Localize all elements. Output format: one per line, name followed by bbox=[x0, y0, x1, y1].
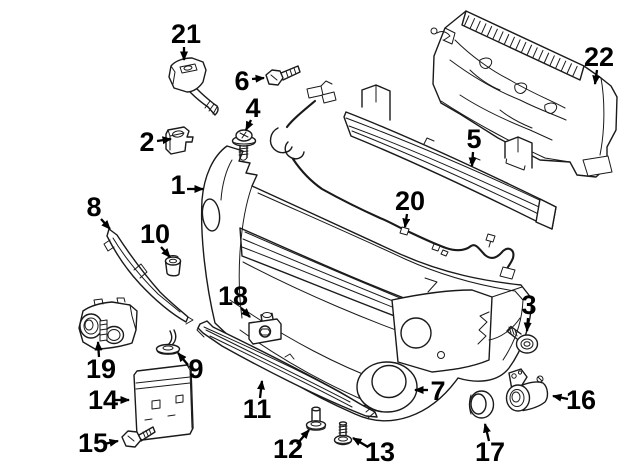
part-side-molding bbox=[103, 228, 194, 325]
callout-arrow-shoulder-bolt bbox=[523, 317, 532, 332]
callout-arrow-sight-shield bbox=[592, 69, 601, 85]
hatch-line bbox=[543, 52, 550, 63]
part-lamp-assembly bbox=[78, 297, 138, 350]
part-impact-bar bbox=[343, 84, 557, 230]
callout-label-hex-bolt: 15 bbox=[78, 428, 108, 458]
callout-arrow-lamp-assembly bbox=[94, 341, 103, 358]
part-license-plate-bracket bbox=[133, 364, 194, 441]
hatch-line bbox=[521, 41, 527, 53]
part-shoulder-bolt-3 bbox=[506, 325, 539, 354]
callout-label-sight-shield: 22 bbox=[584, 42, 614, 72]
part-retainer-clip bbox=[165, 126, 194, 155]
hatch-line bbox=[515, 39, 521, 50]
callout-label-grommet-clip: 10 bbox=[140, 219, 170, 249]
callout-arrow-wiring-harness bbox=[402, 213, 411, 228]
part-hex-bolt-6 bbox=[265, 65, 301, 86]
callout-arrow-retainer-clip bbox=[156, 136, 172, 145]
part-fog-lamp-bezel bbox=[356, 361, 418, 413]
hatch-line bbox=[464, 15, 470, 26]
callout-arrow-impact-bar bbox=[468, 151, 477, 167]
callout-arrow-hex-bolt bbox=[103, 438, 119, 447]
callout-arrow-screw bbox=[352, 437, 369, 448]
callout-arrow-sensor-retainer-ring bbox=[483, 423, 491, 442]
callout-label-front-bumper-cover: 1 bbox=[170, 170, 185, 200]
callout-arrow-hex-bolt bbox=[251, 74, 265, 83]
hatch-line bbox=[555, 57, 561, 69]
callout-label-side-molding: 8 bbox=[86, 192, 101, 222]
callout-arrow-side-molding bbox=[100, 218, 111, 230]
part-sensor-retainer-ring bbox=[468, 390, 495, 419]
callout-label-fog-lamp-bezel: 7 bbox=[430, 376, 445, 406]
callout-arrow-push-pin bbox=[177, 352, 189, 366]
hatch-line bbox=[566, 63, 573, 74]
callout-arrow-screw bbox=[296, 429, 310, 445]
hatch-line bbox=[498, 31, 504, 42]
hatch-line bbox=[486, 25, 493, 37]
callout-label-screw: 13 bbox=[365, 437, 395, 467]
hatch-line bbox=[481, 23, 487, 34]
callout-label-retainer-clip: 2 bbox=[139, 127, 154, 157]
callout-label-lamp-assembly: 19 bbox=[86, 354, 116, 384]
hatch-line bbox=[572, 65, 578, 77]
hatch-line bbox=[549, 55, 555, 66]
part-push-pin bbox=[155, 329, 181, 355]
callout-label-parking-sensor: 16 bbox=[566, 385, 596, 415]
part-sight-shield bbox=[430, 10, 618, 178]
hatch-line bbox=[509, 36, 516, 47]
hatch-line bbox=[492, 28, 498, 40]
callout-label-shoulder-bolt: 3 bbox=[521, 290, 536, 320]
part-grommet-clip bbox=[164, 255, 182, 277]
callout-label-sensor-retainer-ring: 17 bbox=[475, 437, 505, 467]
callout-arrow-mount-bracket bbox=[240, 307, 251, 318]
hatch-line bbox=[560, 60, 567, 71]
callout-arrow-grommet-clip bbox=[160, 246, 171, 258]
part-screw-12 bbox=[305, 406, 327, 431]
callout-label-impact-bar: 5 bbox=[466, 124, 481, 154]
callout-label-push-pin: 9 bbox=[188, 354, 203, 384]
part-washer-screw-4 bbox=[231, 129, 257, 161]
hatch-line bbox=[532, 47, 538, 58]
callout-arrow-parking-sensor bbox=[552, 393, 569, 402]
callout-label-hex-bolt: 6 bbox=[234, 66, 249, 96]
callout-arrow-washer-screw bbox=[244, 119, 254, 131]
part-wiring-harness bbox=[269, 80, 516, 280]
hatch-line bbox=[526, 44, 533, 55]
hatch-line bbox=[469, 17, 476, 29]
hatch-line bbox=[503, 33, 510, 45]
callout-label-wiring-harness: 20 bbox=[395, 186, 425, 216]
part-washer-nozzle bbox=[168, 57, 219, 116]
callout-label-washer-screw: 4 bbox=[245, 93, 260, 123]
part-mount-bracket bbox=[248, 312, 282, 345]
callout-label-mount-bracket: 18 bbox=[218, 281, 248, 311]
shield-hatch bbox=[464, 15, 578, 77]
part-screw-13 bbox=[333, 421, 353, 446]
callout-label-license-plate-bracket: 14 bbox=[88, 385, 118, 415]
hatch-line bbox=[538, 49, 544, 61]
callout-label-washer-nozzle: 21 bbox=[171, 19, 201, 49]
callout-label-lower-deflector: 11 bbox=[243, 394, 272, 424]
callout-label-screw: 12 bbox=[273, 434, 303, 464]
part-hex-bolt-15 bbox=[121, 426, 156, 448]
callout-arrow-lower-deflector bbox=[257, 380, 265, 399]
part-lower-deflector bbox=[196, 320, 378, 419]
part-parking-sensor bbox=[505, 368, 549, 412]
hatch-line bbox=[475, 20, 481, 32]
